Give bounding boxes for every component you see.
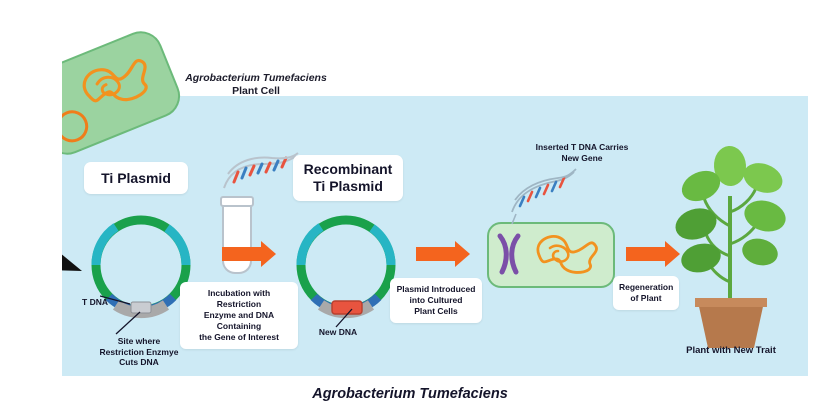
cut-site-label: Site where Restriction Enzmye Cuts DNA [84, 336, 194, 368]
figure-title: Agrobacterium Tumefaciens [312, 386, 508, 402]
introduction-caption: Plasmid Introduced into Cultured Plant C… [390, 278, 482, 324]
new-dna-leader-line [335, 308, 353, 328]
cut-site-label-l2: Restriction Enzmye [99, 346, 179, 357]
agrobacterium-cell [21, 24, 187, 162]
inserted-plasmid-icon [536, 235, 598, 274]
recombinant-title-l1: Recombinant [303, 161, 393, 178]
incubation-caption-l3: the Gene of Interest [199, 332, 279, 343]
recombinant-title-l2: Ti Plasmid [313, 178, 383, 194]
plant-result-label: Plant with New Trait [686, 345, 776, 356]
test-tube-icon [222, 200, 252, 274]
recombinant-plasmid-title: Recombinant Ti Plasmid [293, 155, 403, 201]
cut-site-label-l1: Site where [117, 336, 161, 346]
plant-illustration [675, 146, 786, 306]
inserted-t-dna-label-l1: Inserted T DNA Carries [535, 142, 629, 152]
ti-plasmid-ring [91, 215, 191, 319]
inserted-dna-strand-icon [511, 168, 577, 225]
introduction-caption-l1: Plasmid Introduced [396, 284, 476, 294]
introduction-caption-l2: into Cultured [409, 295, 463, 306]
regeneration-caption-l1: Regeneration [619, 282, 674, 292]
right-margin [808, 0, 820, 420]
incubation-caption: Incubation with Restriction Enzyme and D… [180, 282, 298, 350]
cut-site-leader-line [115, 311, 141, 335]
arrow-incubation [222, 241, 276, 267]
recombinant-plasmid-ring [296, 215, 396, 319]
arrow-introduction [416, 241, 470, 267]
arrow-regeneration [626, 241, 680, 267]
bacterium-label-line2: Plant Cell [232, 85, 280, 98]
inserted-t-dna-label: Inserted T DNA Carries New Gene [523, 142, 641, 163]
t-dna-leader-line [100, 295, 131, 305]
introduction-caption-l3: Plant Cells [414, 306, 458, 317]
test-tube-rim-icon [220, 196, 254, 207]
left-margin [0, 0, 62, 420]
bacterium-label-line1: Agrobacterium Tumefaciens [185, 72, 327, 84]
bacterium-ti-plasmid-icon [82, 58, 148, 103]
plant-pot [695, 298, 767, 348]
regeneration-caption-l2: of Plant [630, 293, 662, 304]
t-dna-label: T DNA [82, 297, 108, 307]
bacterium-label: Agrobacterium Tumefaciens Plant Cell [176, 72, 336, 98]
ti-plasmid-title: Ti Plasmid [84, 162, 188, 194]
incubation-caption-l2: Enzyme and DNA Containing [203, 310, 275, 332]
dna-fragment-icon [223, 152, 299, 189]
new-dna-label: New DNA [318, 327, 358, 337]
regeneration-caption: Regeneration of Plant [613, 276, 679, 311]
inserted-t-dna-label-l2: New Gene [561, 152, 603, 163]
cut-site-label-l3: Cuts DNA [119, 357, 159, 368]
incubation-caption-l1: Incubation with Restriction [207, 288, 271, 310]
chromosome-icon [497, 233, 521, 275]
